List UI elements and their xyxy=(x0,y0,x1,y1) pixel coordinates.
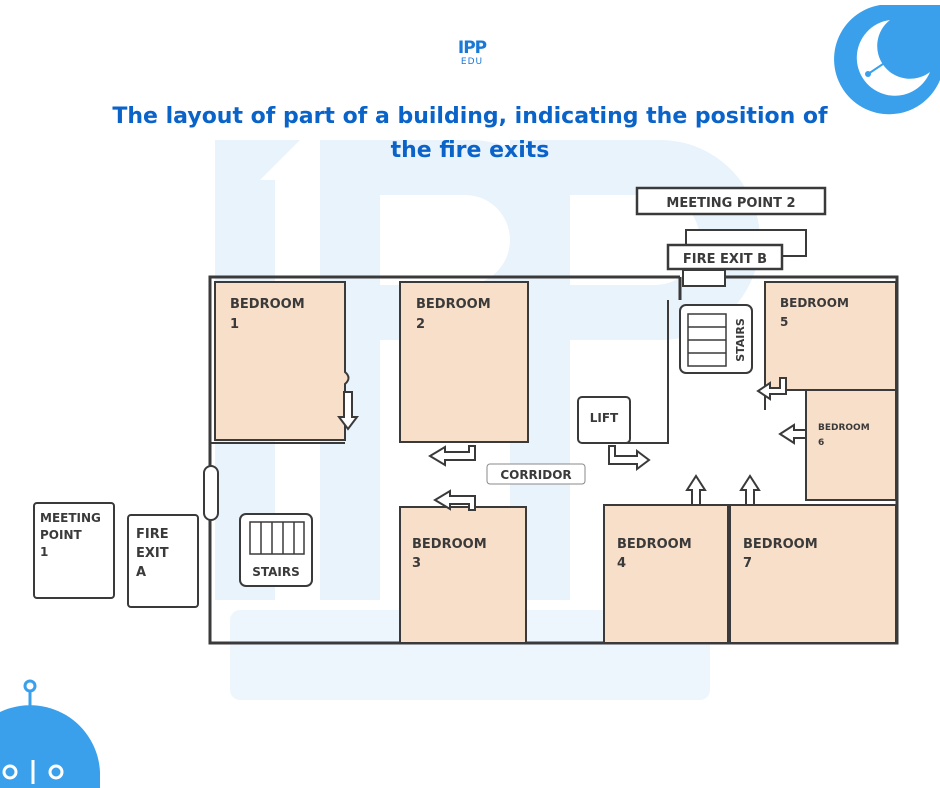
fire-exit-b-door xyxy=(682,269,726,287)
bedroom-5-number: 5 xyxy=(780,315,788,329)
stairs-left: STAIRS xyxy=(239,513,313,587)
meeting-point-2-label: MEETING POINT 2 xyxy=(666,196,795,211)
arrow-bedroom-2 xyxy=(428,445,476,467)
stairs-left-label: STAIRS xyxy=(252,565,300,579)
bedroom-2-number: 2 xyxy=(416,317,425,332)
arrow-bedroom-5 xyxy=(756,377,787,401)
logo-text-sub: EDU xyxy=(460,57,484,67)
corridor-label: CORRIDOR xyxy=(500,468,571,482)
bedroom-5: BEDROOM 5 xyxy=(764,281,897,391)
arrow-bedroom-6 xyxy=(778,423,807,445)
arrow-bedroom-7 xyxy=(739,474,761,506)
bedroom-1-label: BEDROOM xyxy=(230,297,305,312)
bedroom-6-number: 6 xyxy=(818,438,824,448)
bedroom-6-label: BEDROOM xyxy=(818,423,870,433)
fire-exit-a: FIRE EXIT A xyxy=(127,514,199,608)
bedroom-2-label: BEDROOM xyxy=(416,297,491,312)
bedroom-7-label: BEDROOM xyxy=(743,537,818,552)
lift: LIFT xyxy=(577,396,631,444)
meeting-point-1-line-1: MEETING xyxy=(40,511,101,525)
arrow-bedroom-3 xyxy=(433,489,476,511)
title-line-2: the fire exits xyxy=(390,138,550,163)
fire-exit-b-sign xyxy=(666,243,784,271)
bedroom-1: BEDROOM 1 xyxy=(214,281,350,441)
corridor-sign: CORRIDOR xyxy=(486,463,586,485)
fire-exit-a-line-1: FIRE xyxy=(136,527,169,542)
bedroom-5-label: BEDROOM xyxy=(780,296,849,310)
meeting-point-1-line-2: POINT xyxy=(40,528,83,542)
escape-arrows xyxy=(337,377,807,511)
stairs-right: STAIRS xyxy=(679,304,753,374)
robot-icon-top-right xyxy=(834,5,940,115)
fire-exit-b-label: FIRE EXIT B xyxy=(683,252,767,267)
bedroom-6: BEDROOM 6 xyxy=(805,389,897,501)
arrow-lift xyxy=(608,445,651,471)
bedroom-4: BEDROOM 4 xyxy=(603,504,729,644)
bedroom-3: BEDROOM 3 xyxy=(399,506,527,644)
bedroom-2: BEDROOM 2 xyxy=(399,281,529,443)
bedroom-7-number: 7 xyxy=(743,556,752,571)
meeting-point-1: MEETING POINT 1 xyxy=(33,502,115,599)
lift-label: LIFT xyxy=(590,411,619,425)
robot-icon-bottom-left xyxy=(0,679,100,788)
bedroom-4-number: 4 xyxy=(617,556,626,571)
title-line-1: The layout of part of a building, indica… xyxy=(112,104,828,129)
bedroom-3-number: 3 xyxy=(412,556,421,571)
bedroom-7: BEDROOM 7 xyxy=(729,504,897,644)
meeting-point-2-sign xyxy=(635,186,827,216)
fire-exit-a-door xyxy=(203,465,219,521)
fire-exit-a-line-2: EXIT xyxy=(136,546,169,561)
ipp-edu-logo: IPP EDU xyxy=(454,38,490,68)
bedroom-3-label: BEDROOM xyxy=(412,537,487,552)
meeting-point-1-line-3: 1 xyxy=(40,545,48,559)
bedroom-4-label: BEDROOM xyxy=(617,537,692,552)
stairs-right-label: STAIRS xyxy=(734,318,747,362)
logo-text-main: IPP xyxy=(457,38,487,58)
arrow-bedroom-1 xyxy=(337,391,359,431)
page-title: The layout of part of a building, indica… xyxy=(60,100,880,168)
bedroom-1-number: 1 xyxy=(230,317,239,332)
fire-exit-a-line-3: A xyxy=(136,565,146,580)
arrow-bedroom-4 xyxy=(685,474,707,506)
